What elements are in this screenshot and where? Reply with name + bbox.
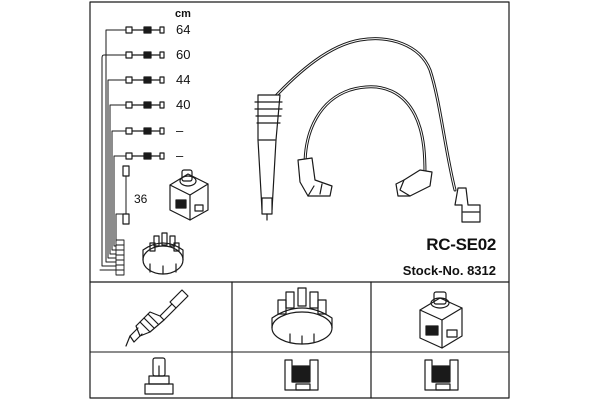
frame (89, 1, 510, 399)
lead-connector-4 (125, 101, 165, 109)
ignition-coil-icon (169, 169, 209, 221)
ignition-coil-large-icon (419, 291, 463, 349)
plug-connector-straight-icon (144, 357, 174, 395)
lead-bundle (99, 29, 127, 271)
coil-lead-connector (122, 165, 130, 225)
lead-length-2: 60 (176, 47, 191, 62)
lead-connector-3 (125, 76, 165, 84)
lead-length-1: 64 (176, 22, 191, 37)
lead-length-4: 40 (176, 97, 191, 112)
lead-connector-1 (125, 26, 165, 34)
lead-connector-5 (125, 127, 165, 135)
lead-connector-2 (125, 51, 165, 59)
lead-length-3: 44 (176, 72, 191, 87)
unit-label: cm (175, 8, 191, 20)
distributor-cap-icon (142, 232, 184, 275)
terminal-block (115, 239, 125, 276)
lead-length-5: – (176, 123, 184, 138)
lead-connector-6 (125, 152, 165, 160)
spark-plug-icon (125, 289, 189, 347)
stock-number: Stock-No. 8312 (402, 263, 496, 278)
coil-lead-length: 36 (134, 192, 148, 206)
coil-connector-angled-icon (424, 359, 459, 391)
main-lead-straight-boot (254, 37, 457, 221)
main-lead-end-connector (454, 187, 481, 223)
cap-connector-angled-icon (284, 359, 319, 391)
product-code: RC-SE02 (426, 235, 496, 254)
distributor-cap-large-icon (271, 287, 333, 345)
second-lead-angled-boots (297, 85, 433, 197)
lead-length-6: – (176, 148, 184, 163)
